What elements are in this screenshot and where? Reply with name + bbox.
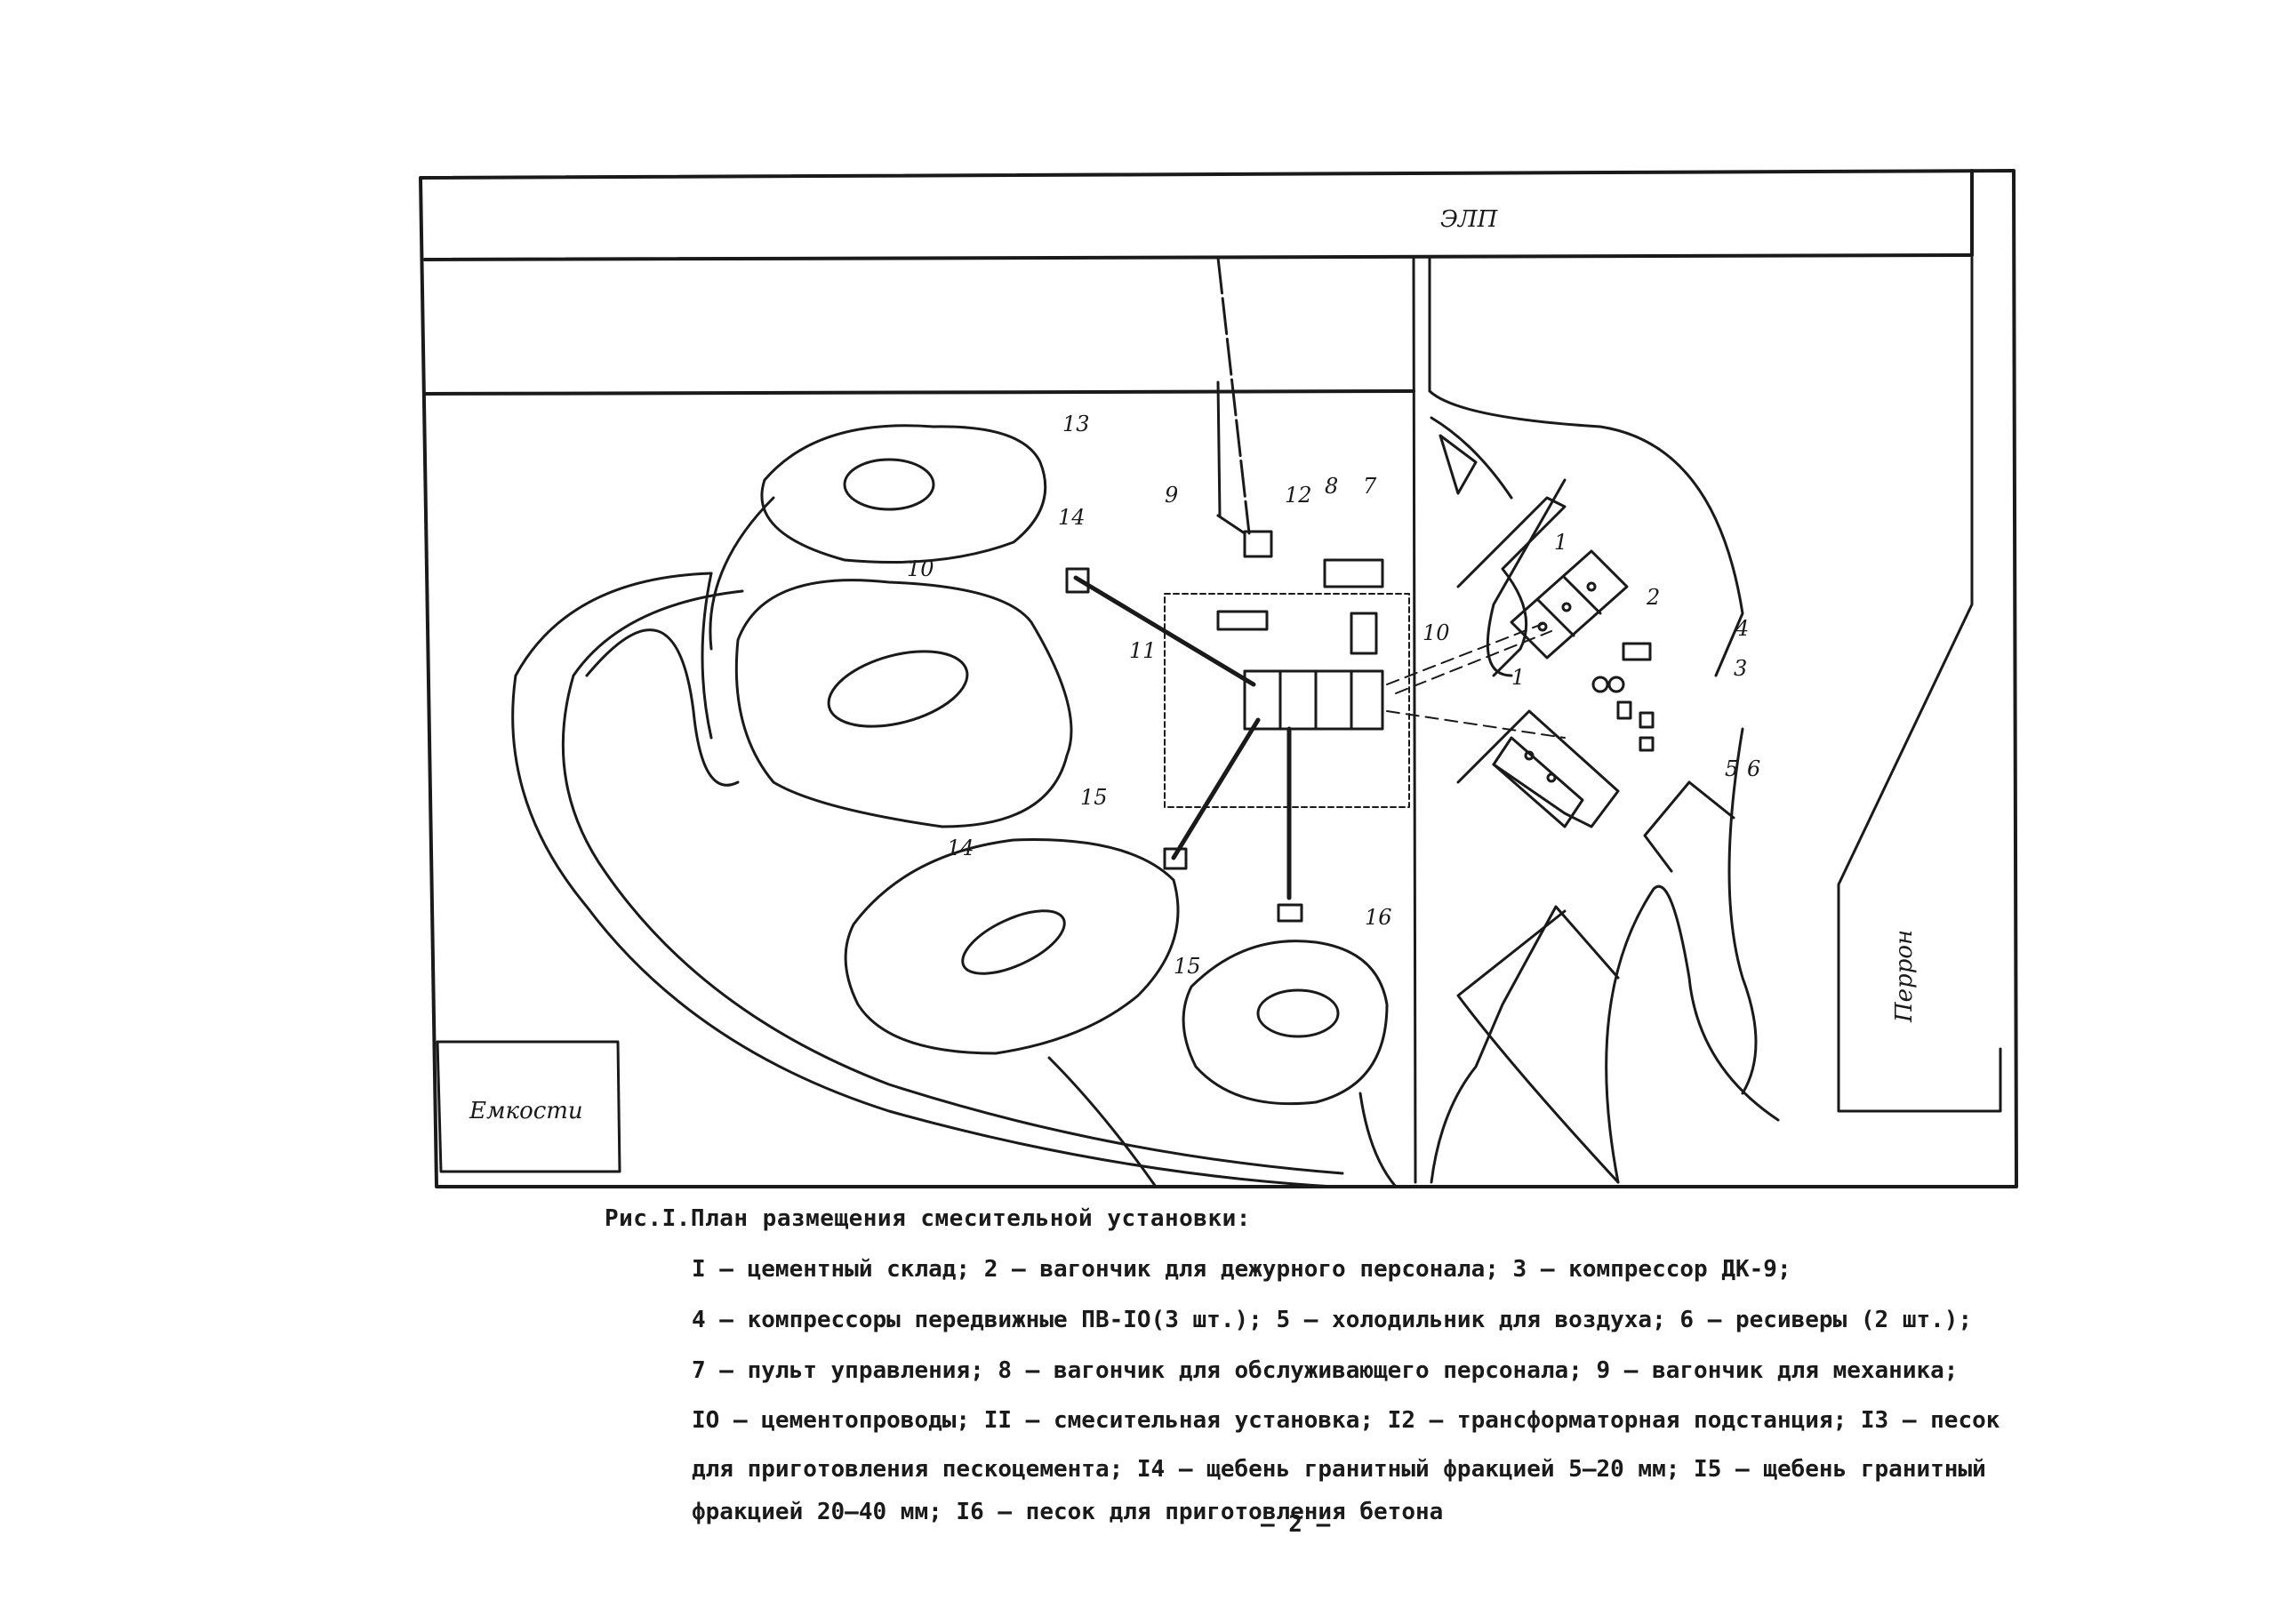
tag-10: 10 bbox=[1422, 620, 1450, 645]
tag-8: 8 bbox=[1325, 474, 1338, 499]
cement-store-upper bbox=[1456, 496, 1629, 677]
label-elp: ЭЛП bbox=[1440, 206, 1499, 233]
tag-7: 7 bbox=[1363, 474, 1377, 499]
tag-1b: 1 bbox=[1511, 665, 1525, 690]
tag-15: 15 bbox=[1080, 785, 1108, 810]
tag-14: 14 bbox=[1058, 505, 1086, 530]
stockpile-16 bbox=[1182, 940, 1389, 1106]
compressor-area bbox=[1591, 642, 1655, 752]
label-perron: Перрон bbox=[1891, 930, 1918, 1023]
legend-line-3: 7 – пульт управления; 8 – вагончик для о… bbox=[692, 1357, 1959, 1384]
tag-16: 16 bbox=[1365, 905, 1392, 930]
tag-4: 4 bbox=[1735, 616, 1749, 641]
vertical-road bbox=[1412, 256, 1744, 1184]
legend-line-5: для приготовления пескоцемента; I4 – щеб… bbox=[692, 1456, 1986, 1483]
loop-road bbox=[511, 496, 1398, 1188]
tag-14b: 14 bbox=[947, 836, 974, 860]
stockpile-13 bbox=[760, 424, 1047, 564]
cement-conduits bbox=[1386, 621, 1566, 739]
tag-15b: 15 bbox=[1174, 954, 1201, 979]
figure-caption-title: Рис.I.План размещения смесительной устан… bbox=[605, 1205, 1251, 1232]
perron-strip bbox=[1837, 256, 2002, 1113]
label-emkosti: Емкости bbox=[469, 1098, 583, 1124]
tag-5: 5 bbox=[1725, 756, 1738, 781]
legend-line-6: фракцией 20–40 мм; I6 – песок для пригот… bbox=[692, 1499, 1444, 1525]
tag-13: 13 bbox=[1062, 412, 1090, 436]
tag-12: 12 bbox=[1285, 483, 1312, 508]
legend-line-1: I – цементный склад; 2 – вагончик для де… bbox=[692, 1256, 1791, 1283]
conveyors bbox=[1065, 567, 1303, 923]
tag-10b: 10 bbox=[907, 556, 934, 581]
page-number: – 2 – bbox=[1261, 1511, 1331, 1538]
tag-2: 2 bbox=[1646, 585, 1660, 610]
plan-frame bbox=[419, 169, 2018, 1188]
tank-box bbox=[436, 1040, 621, 1173]
traffic-triangle bbox=[1439, 434, 1478, 495]
plan-tags: 1 1 2 3 4 5 6 7 8 9 10 11 12 13 14 15 16… bbox=[907, 412, 1760, 979]
legend-line-4: IO – цементопроводы; II – смесительная у… bbox=[692, 1407, 2000, 1434]
tag-6: 6 bbox=[1747, 756, 1760, 781]
legend-line-2: 4 – компрессоры передвижные ПВ-IO(3 шт.)… bbox=[692, 1307, 1973, 1333]
mixing-plant bbox=[1216, 530, 1384, 731]
access-roads bbox=[1216, 380, 1780, 1184]
stockpile-14 bbox=[734, 579, 1073, 828]
tag-3: 3 bbox=[1734, 656, 1747, 681]
tag-11: 11 bbox=[1129, 638, 1157, 663]
stockpile-15 bbox=[844, 838, 1180, 1055]
tag-1a: 1 bbox=[1554, 530, 1567, 555]
cement-store-lower bbox=[1456, 709, 1620, 828]
power-line bbox=[1216, 256, 1251, 535]
tag-9: 9 bbox=[1165, 483, 1178, 508]
